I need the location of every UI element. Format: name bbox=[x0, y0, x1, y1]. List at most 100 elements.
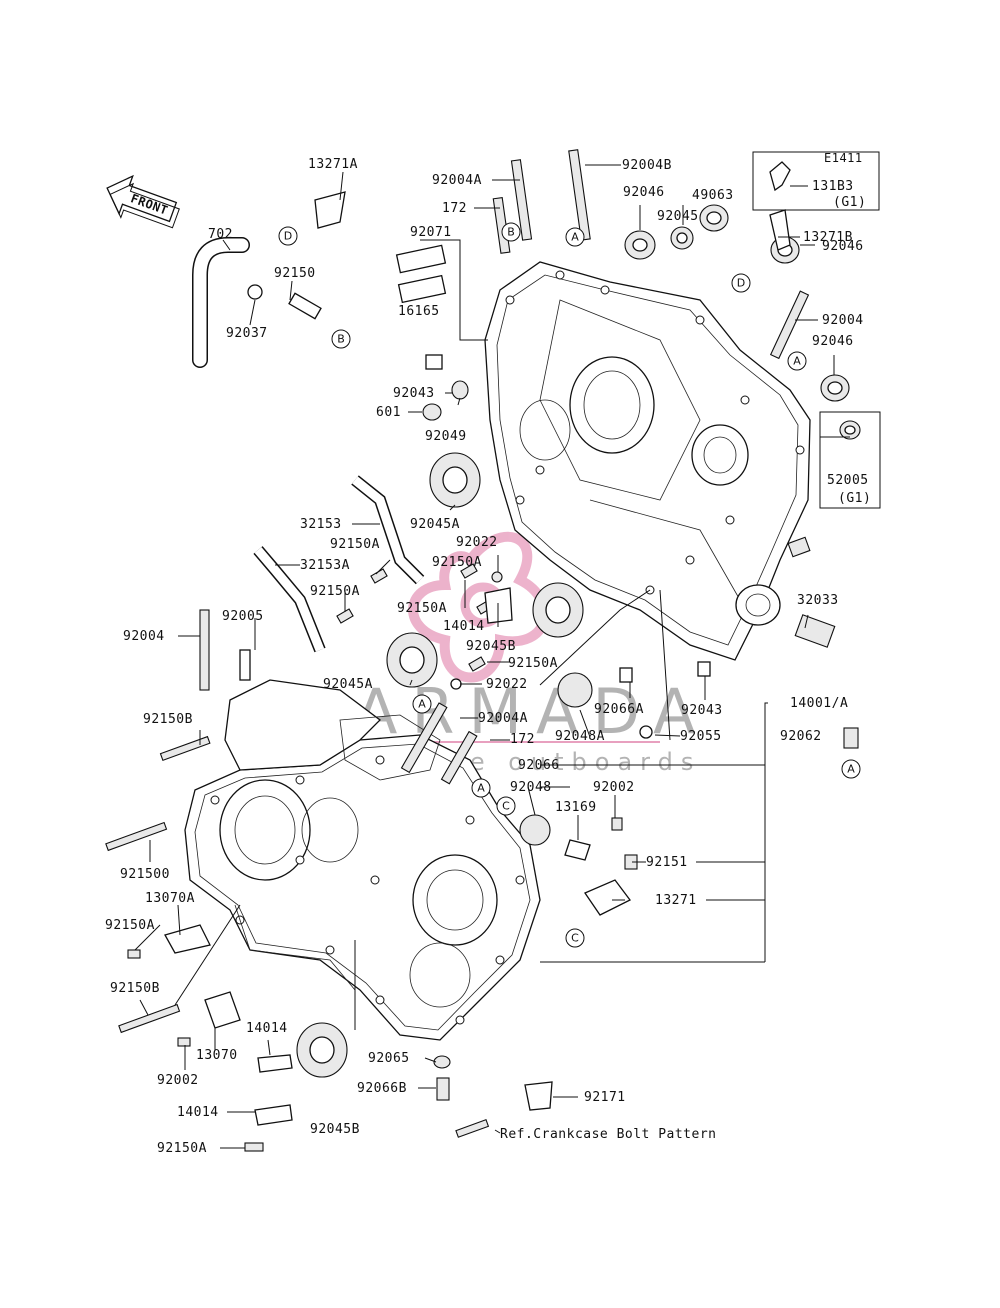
label-13070A: 13070A bbox=[145, 891, 195, 906]
label-92066B: 92066B bbox=[357, 1081, 407, 1096]
label-52005-g: (G1) bbox=[838, 491, 871, 506]
svg-text:A: A bbox=[793, 355, 801, 368]
label-13271A: 13271A bbox=[308, 157, 358, 172]
label-131B3-g: (G1) bbox=[833, 195, 866, 210]
front-arrow-icon: FRONT bbox=[106, 174, 180, 229]
label-92002-right: 92002 bbox=[593, 780, 635, 795]
label-92150A-e: 92150A bbox=[508, 656, 558, 671]
label-52005: 52005 bbox=[827, 473, 869, 488]
label-13271: 13271 bbox=[655, 893, 697, 908]
label-92022-top: 92022 bbox=[456, 535, 498, 550]
label-92037: 92037 bbox=[226, 326, 268, 341]
callout-markers: D B B A D A A A C C A bbox=[278, 222, 861, 948]
label-92004A-mid: 92004A bbox=[478, 711, 528, 726]
label-16165: 16165 bbox=[398, 304, 440, 319]
label-92150B-bot: 92150B bbox=[110, 981, 160, 996]
label-172-top: 172 bbox=[442, 201, 467, 216]
svg-text:D: D bbox=[284, 230, 292, 243]
label-92045A-mid: 92045A bbox=[323, 677, 373, 692]
label-14001A: 14001/A bbox=[790, 696, 848, 711]
crankcase-right-half bbox=[484, 261, 811, 661]
label-92150A-b: 92150A bbox=[432, 555, 482, 570]
label-92004A-top: 92004A bbox=[432, 173, 482, 188]
label-92048A: 92048A bbox=[555, 729, 605, 744]
label-92065: 92065 bbox=[368, 1051, 410, 1066]
label-92043-left: 92043 bbox=[393, 386, 435, 401]
label-131B3: 131B3 bbox=[812, 179, 854, 194]
svg-text:A: A bbox=[847, 763, 855, 776]
label-13271B: 13271B bbox=[803, 230, 853, 245]
label-13169: 13169 bbox=[555, 800, 597, 815]
svg-text:D: D bbox=[737, 277, 745, 290]
callout-c-low: C bbox=[565, 928, 585, 948]
label-92045A-top: 92045A bbox=[410, 517, 460, 532]
label-92150A-f: 92150A bbox=[105, 918, 155, 933]
label-92150A-a: 92150A bbox=[330, 537, 380, 552]
label-92022-mid: 92022 bbox=[486, 677, 528, 692]
label-14014-last: 14014 bbox=[177, 1105, 219, 1120]
label-92066: 92066 bbox=[518, 758, 560, 773]
svg-text:A: A bbox=[418, 698, 426, 711]
callout-d-right: D bbox=[731, 273, 751, 293]
label-92150A-c: 92150A bbox=[310, 584, 360, 599]
label-92062: 92062 bbox=[780, 729, 822, 744]
svg-text:C: C bbox=[571, 932, 579, 945]
label-92005: 92005 bbox=[222, 609, 264, 624]
callout-a-top: A bbox=[565, 227, 585, 247]
label-92049: 92049 bbox=[425, 429, 467, 444]
label-92066A: 92066A bbox=[594, 702, 644, 717]
callout-d-top: D bbox=[278, 226, 298, 246]
label-702: 702 bbox=[208, 227, 233, 242]
label-92045B-bot: 92045B bbox=[310, 1122, 360, 1137]
label-92043-right: 92043 bbox=[681, 703, 723, 718]
label-92071: 92071 bbox=[410, 225, 452, 240]
svg-text:B: B bbox=[337, 333, 345, 346]
svg-text:A: A bbox=[477, 782, 485, 795]
label-92046-c: 92046 bbox=[812, 334, 854, 349]
label-92055: 92055 bbox=[680, 729, 722, 744]
bracket-52005-box bbox=[819, 411, 881, 509]
callout-a-right: A bbox=[787, 351, 807, 371]
label-92150A-d: 92150A bbox=[397, 601, 447, 616]
label-92046-b: 92046 bbox=[822, 239, 864, 254]
label-32153A: 32153A bbox=[300, 558, 350, 573]
label-92002-left: 92002 bbox=[157, 1073, 199, 1088]
label-92004-right: 92004 bbox=[822, 313, 864, 328]
label-92045B-mid: 92045B bbox=[466, 639, 516, 654]
callout-a-far-right: A bbox=[841, 759, 861, 779]
leader-lines bbox=[134, 164, 850, 1149]
part-shapes bbox=[105, 149, 859, 1152]
label-92046-a: 92046 bbox=[623, 185, 665, 200]
label-13070: 13070 bbox=[196, 1048, 238, 1063]
label-92150A-g: 92150A bbox=[157, 1141, 207, 1156]
label-92151: 92151 bbox=[646, 855, 688, 870]
svg-text:B: B bbox=[507, 226, 515, 239]
callout-c-mid: C bbox=[496, 796, 516, 816]
callout-a-mid: A bbox=[412, 694, 432, 714]
callout-b-left: B bbox=[331, 329, 351, 349]
part-labels: 13271A 702 92150 92037 92004A 92004B 172… bbox=[105, 157, 871, 1156]
label-92004-left: 92004 bbox=[123, 629, 165, 644]
callout-a-lower: A bbox=[471, 778, 491, 798]
crankcase-left-half bbox=[184, 679, 541, 1041]
label-32033: 32033 bbox=[797, 593, 839, 608]
reference-note: Ref.Crankcase Bolt Pattern bbox=[500, 1127, 717, 1142]
label-601: 601 bbox=[376, 405, 401, 420]
label-92045-top: 92045 bbox=[657, 209, 699, 224]
diagram-id: E1411 bbox=[824, 151, 863, 165]
label-92171: 92171 bbox=[584, 1090, 626, 1105]
callout-b-top: B bbox=[501, 222, 521, 242]
diagram-id-box: E1411 bbox=[752, 151, 880, 211]
label-92004B: 92004B bbox=[622, 158, 672, 173]
label-921500: 921500 bbox=[120, 867, 170, 882]
svg-text:C: C bbox=[502, 800, 510, 813]
label-14014-mid: 14014 bbox=[443, 619, 485, 634]
label-14014-bot: 14014 bbox=[246, 1021, 288, 1036]
label-92048: 92048 bbox=[510, 780, 552, 795]
label-92150: 92150 bbox=[274, 266, 316, 281]
label-49063: 49063 bbox=[692, 188, 734, 203]
svg-text:A: A bbox=[571, 231, 579, 244]
label-92150B-top: 92150B bbox=[143, 712, 193, 727]
label-32153: 32153 bbox=[300, 517, 342, 532]
